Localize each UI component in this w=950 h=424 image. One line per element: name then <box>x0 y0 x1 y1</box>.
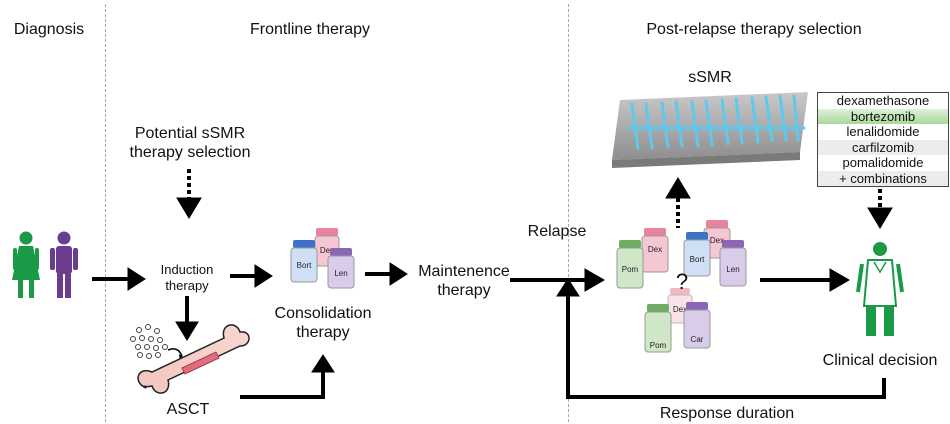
label-ssmr: sSMR <box>688 69 732 86</box>
dotted-arrows <box>176 169 893 229</box>
section-diagnosis: Diagnosis <box>13 21 85 38</box>
bottle-dex-2: Dex <box>641 228 669 273</box>
drug-item-highlighted: bortezomib <box>818 108 948 124</box>
flow-arrows <box>92 262 886 399</box>
drug-list: dexamethasone bortezomib lenalidomide ca… <box>817 92 949 187</box>
drug-item: carfilzomib <box>818 139 948 155</box>
separator-diagnosis <box>105 4 106 422</box>
svg-text:Car: Car <box>691 335 704 344</box>
ssmr-chip-image <box>612 92 808 168</box>
svg-text:Dex: Dex <box>648 245 662 254</box>
svg-text:Pom: Pom <box>650 341 667 350</box>
label-potential-ssmr: Potential sSMR therapy selection <box>129 125 251 161</box>
drug-item: + combinations <box>818 170 948 186</box>
drug-item: pomalidomide <box>842 155 924 170</box>
bottle-bort-2: Bort <box>683 232 711 277</box>
svg-text:Dex: Dex <box>320 246 334 255</box>
label-maintenence-therapy: Maintenence therapy <box>418 263 510 299</box>
section-post-relapse: Post-relapse therapy selection <box>646 21 862 38</box>
label-induction-therapy: Induction therapy <box>160 262 214 293</box>
svg-text:Bort: Bort <box>690 255 705 264</box>
svg-text:Pom: Pom <box>622 265 639 274</box>
bottle-car: Car <box>683 302 711 349</box>
woman-patient-icon <box>12 231 40 298</box>
relapse-bottles: Dex Pom Dex Bort Len Dex <box>616 220 747 353</box>
bone-icon <box>137 324 250 394</box>
label-consolidation-therapy: Consolidation therapy <box>274 305 372 341</box>
bottle-pom-2: Pom <box>644 304 672 353</box>
drug-item: lenalidomide <box>846 124 920 139</box>
section-frontline-therapy: Frontline therapy <box>249 21 371 38</box>
label-relapse: Relapse <box>527 223 587 240</box>
drug-item: dexamethasone <box>836 93 930 108</box>
label-asct: ASCT <box>166 401 210 418</box>
label-response-duration: Response duration <box>659 405 795 422</box>
bottle-bort: Bort <box>290 240 318 283</box>
question-mark: ? <box>675 269 689 294</box>
stem-cells-icon <box>130 324 186 362</box>
bottle-len-2: Len <box>719 240 747 287</box>
doctor-icon <box>856 242 904 336</box>
bottle-pom: Pom <box>616 240 644 289</box>
svg-text:Len: Len <box>334 269 347 278</box>
consolidation-bottles: Dex Bort Len <box>290 228 355 289</box>
man-patient-icon <box>50 231 78 298</box>
label-clinical-decision: Clinical decision <box>822 352 938 369</box>
bottle-len: Len <box>327 248 355 289</box>
separator-post-relapse <box>568 4 569 422</box>
svg-text:Bort: Bort <box>297 261 312 270</box>
svg-text:Dex: Dex <box>710 236 724 245</box>
svg-text:Len: Len <box>726 265 739 274</box>
svg-text:Dex: Dex <box>673 305 687 314</box>
